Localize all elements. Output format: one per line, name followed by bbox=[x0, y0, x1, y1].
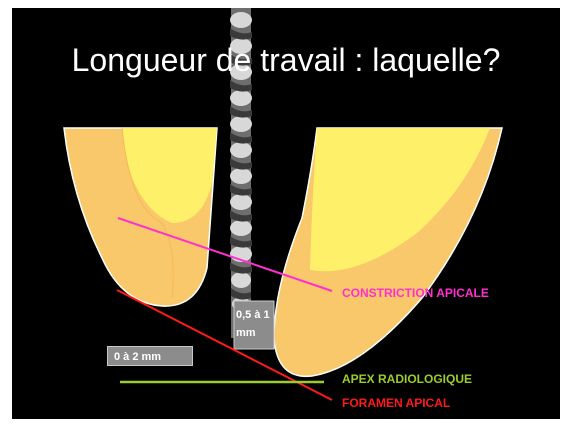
range-label-other: 0,5 à 1 mm bbox=[236, 306, 272, 346]
apex-label: APEX RADIOLOGIQUE bbox=[342, 372, 472, 386]
constriction-label: CONSTRICTION APICALE bbox=[342, 286, 489, 300]
foramen-label: FORAMEN APICAL bbox=[342, 396, 450, 410]
range-box-0-2mm: 0 à 2 mm bbox=[107, 346, 193, 366]
slide: Longueur de travail : laquelle? 0 à 2 mm… bbox=[12, 8, 560, 419]
slide-title: Longueur de travail : laquelle? bbox=[12, 42, 560, 79]
